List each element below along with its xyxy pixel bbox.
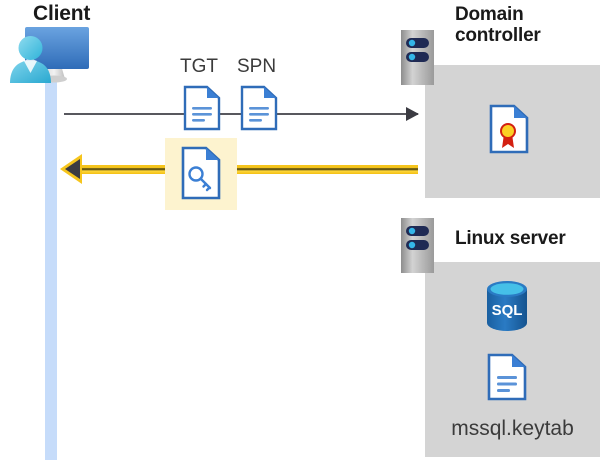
response-arrow-head: [60, 154, 84, 186]
tgt-label: TGT: [180, 56, 218, 77]
sql-database-icon: SQL: [483, 279, 531, 333]
domain-controller-server-rack-icon: [401, 30, 434, 85]
request-arrow-head: [406, 107, 419, 121]
client-title: Client: [33, 2, 91, 25]
user-monitor-icon: [6, 25, 98, 87]
linux-server-rack-icon: [401, 218, 434, 273]
spn-document-icon: [240, 85, 278, 131]
linux-server-title: Linux server: [455, 228, 566, 249]
sql-database-text: SQL: [492, 302, 523, 319]
tgt-document-icon: [183, 85, 221, 131]
domain-controller-title-line1: Domain: [455, 4, 524, 25]
keytab-document-icon: [487, 353, 527, 401]
domain-controller-title-line2: controller: [455, 25, 541, 47]
certificate-icon: [489, 104, 529, 154]
keytab-file-caption: mssql.keytab: [451, 417, 574, 440]
client-lifeline: [45, 75, 57, 460]
domain-controller-title: Domain controller: [455, 4, 595, 47]
response-arrow-line: [78, 165, 418, 174]
spn-label: SPN: [237, 56, 277, 77]
service-ticket-key-document-icon: [181, 146, 221, 200]
